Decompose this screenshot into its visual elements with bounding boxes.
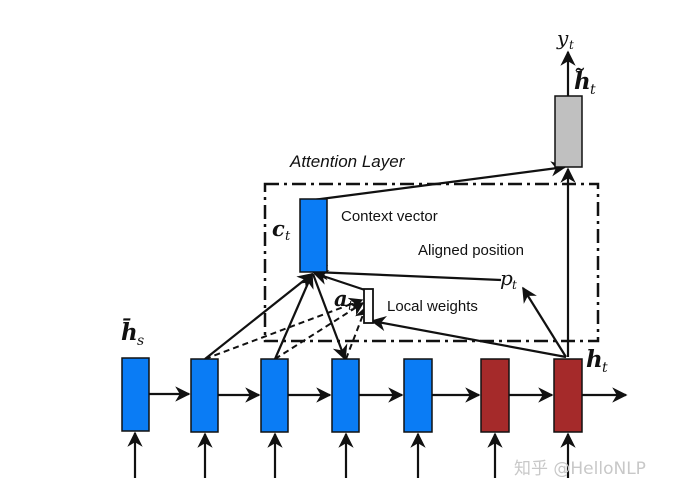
dashed-alignment-line	[204, 297, 364, 360]
symbol-a: a	[334, 286, 348, 311]
symbol-subscript: t	[569, 38, 574, 52]
symbol-subscript: t	[348, 299, 354, 314]
position-to-context-arrow	[312, 264, 502, 282]
context-vector-label: Context vector	[341, 208, 438, 225]
dashed-alignment-line	[345, 305, 369, 360]
symbol-h-bar: h̄	[121, 318, 138, 346]
dashed-alignment-line	[274, 302, 365, 360]
source-state-box	[190, 358, 219, 433]
attention-layer-label: Attention Layer	[289, 152, 406, 171]
symbol-subscript: t	[590, 82, 596, 98]
symbol-h: h	[586, 346, 603, 373]
alignment-dashed-lines	[204, 297, 369, 360]
symbol-a-t: a t	[334, 286, 354, 314]
attentional-state-box	[554, 95, 583, 168]
context-vector-box	[299, 198, 328, 273]
ht-to-position-arrow	[522, 286, 567, 358]
input-arrows	[127, 431, 576, 478]
symbol-y-t: y t	[556, 26, 574, 52]
state-boxes	[121, 357, 583, 433]
symbol-y: y	[556, 26, 569, 50]
local-weights-box	[363, 288, 374, 324]
context-to-source-arrow	[311, 273, 348, 361]
source-state-box	[403, 358, 433, 433]
symbol-p-t: p t	[500, 266, 517, 292]
symbol-p: p	[500, 266, 513, 290]
symbol-h-bar-s: h̄ s	[121, 318, 144, 349]
symbol-c: c	[272, 216, 285, 241]
context-input-lines	[204, 264, 502, 361]
watermark: 知乎 @HelloNLP	[514, 459, 646, 479]
source-state-box	[121, 357, 150, 432]
source-state-box	[331, 358, 360, 433]
symbol-c-t: c t	[272, 216, 291, 244]
aligned-position-label: Aligned position	[418, 242, 524, 259]
symbol-subscript: t	[285, 229, 291, 244]
symbol-subscript: t	[512, 278, 517, 292]
context-to-attentional-arrow	[312, 161, 567, 202]
source-to-context-arrow	[204, 273, 314, 360]
symbol-h-tilde-t: h̃ t	[574, 68, 596, 98]
recurrent-arrows	[149, 386, 628, 403]
symbol-h-t: h t	[586, 346, 608, 376]
ht-to-weights-arrow	[370, 315, 567, 359]
local-weights-label: Local weights	[387, 298, 478, 315]
symbol-subscript: t	[602, 360, 608, 376]
source-state-box	[260, 358, 289, 433]
target-state-box	[480, 358, 510, 433]
target-hidden-state-box	[553, 358, 583, 433]
symbol-subscript: s	[137, 333, 144, 349]
symbol-h-tilde: h̃	[574, 68, 591, 95]
source-to-context-arrow	[273, 272, 314, 360]
